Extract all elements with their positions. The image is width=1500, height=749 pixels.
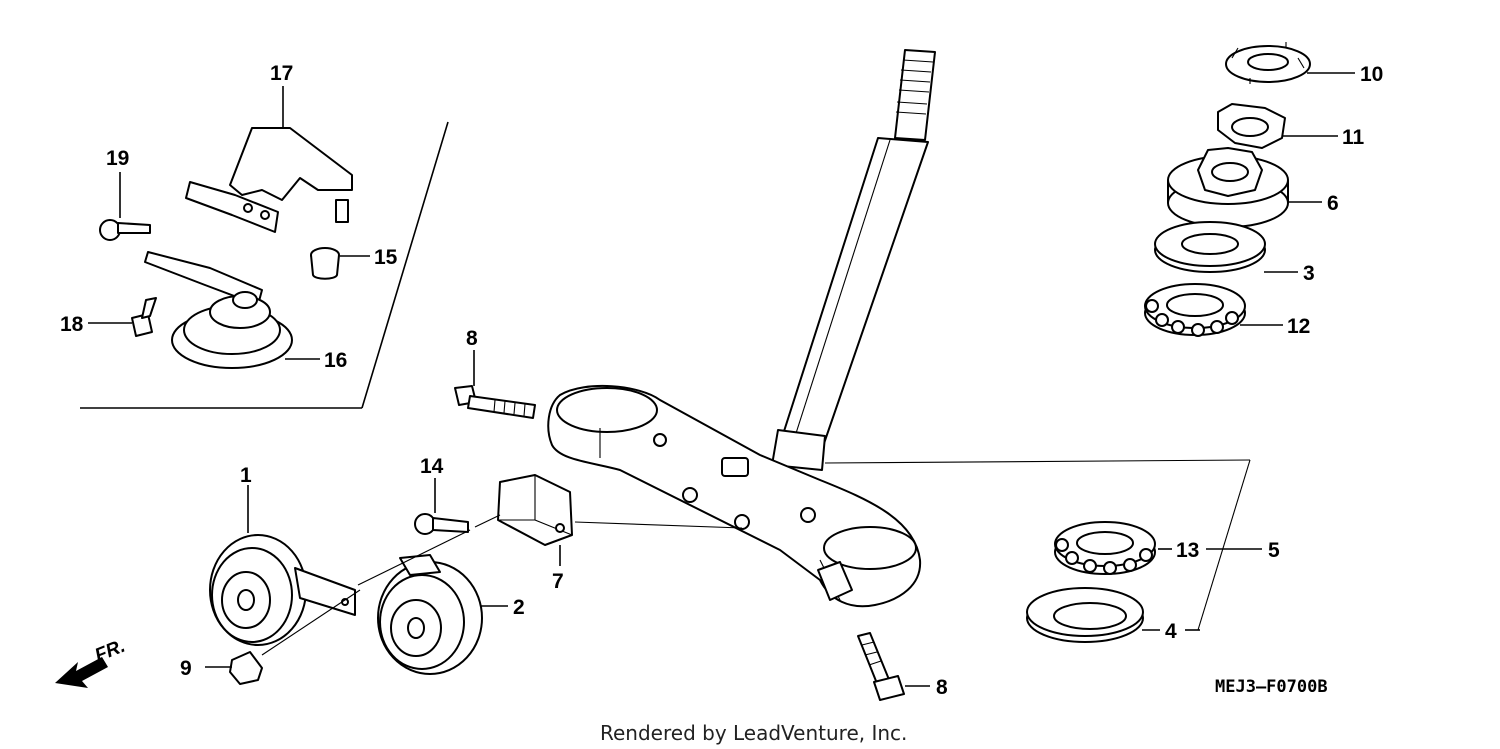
bolt-14[interactable] — [414, 513, 469, 535]
callout-1: 1 — [240, 464, 252, 487]
nut-9[interactable] — [229, 651, 263, 685]
bolt-lower[interactable] — [857, 632, 905, 701]
callout-11: 11 — [1342, 126, 1365, 149]
callout-15: 15 — [374, 246, 398, 269]
lock-nut-10[interactable] — [1225, 42, 1311, 84]
callout-14: 14 — [420, 455, 444, 478]
callout-12: 12 — [1287, 315, 1310, 338]
leader-lines — [88, 72, 1355, 687]
horn-high[interactable] — [377, 554, 483, 675]
render-credit: Rendered by LeadVenture, Inc. — [600, 721, 907, 745]
callout-8-lower: 8 — [936, 676, 948, 699]
steering-stem[interactable] — [547, 49, 936, 608]
horn-16[interactable] — [144, 251, 293, 369]
horn-low[interactable] — [209, 534, 356, 646]
front-direction-label: FR. — [92, 636, 128, 667]
bolt-upper[interactable] — [454, 385, 536, 419]
callout-3: 3 — [1303, 262, 1315, 285]
callout-7: 7 — [552, 570, 564, 593]
bearing-12[interactable] — [1144, 283, 1246, 337]
bolt-19[interactable] — [99, 219, 151, 241]
callout-16: 16 — [324, 349, 347, 372]
callout-9: 9 — [180, 657, 192, 680]
race-4[interactable] — [1026, 587, 1144, 643]
diagram-code: MEJ3—F0700B — [1215, 677, 1328, 697]
callout-5: 5 — [1268, 539, 1280, 562]
callout-8-upper: 8 — [466, 327, 478, 350]
callout-13: 13 — [1176, 539, 1199, 562]
lock-washer-11[interactable] — [1217, 103, 1286, 149]
callout-17: 17 — [270, 62, 293, 85]
callout-labels: 17 19 15 18 16 8 14 7 1 2 9 8 10 11 6 3 … — [60, 62, 1383, 699]
callout-19: 19 — [106, 147, 129, 170]
horn-bracket-17[interactable] — [185, 127, 353, 233]
callout-10: 10 — [1360, 63, 1383, 86]
callout-18: 18 — [60, 313, 84, 336]
bolt-18[interactable] — [131, 297, 157, 337]
inset-frame — [80, 121, 449, 409]
dust-seal-3[interactable] — [1154, 221, 1266, 273]
front-direction-arrow — [55, 657, 108, 688]
collar-15[interactable] — [310, 247, 340, 280]
horn-stay[interactable] — [497, 474, 573, 546]
bearing-13[interactable] — [1054, 521, 1156, 575]
adjusting-nut-6[interactable] — [1167, 147, 1289, 228]
callout-2: 2 — [513, 596, 525, 619]
callout-4: 4 — [1165, 620, 1177, 643]
callout-6: 6 — [1327, 192, 1339, 215]
